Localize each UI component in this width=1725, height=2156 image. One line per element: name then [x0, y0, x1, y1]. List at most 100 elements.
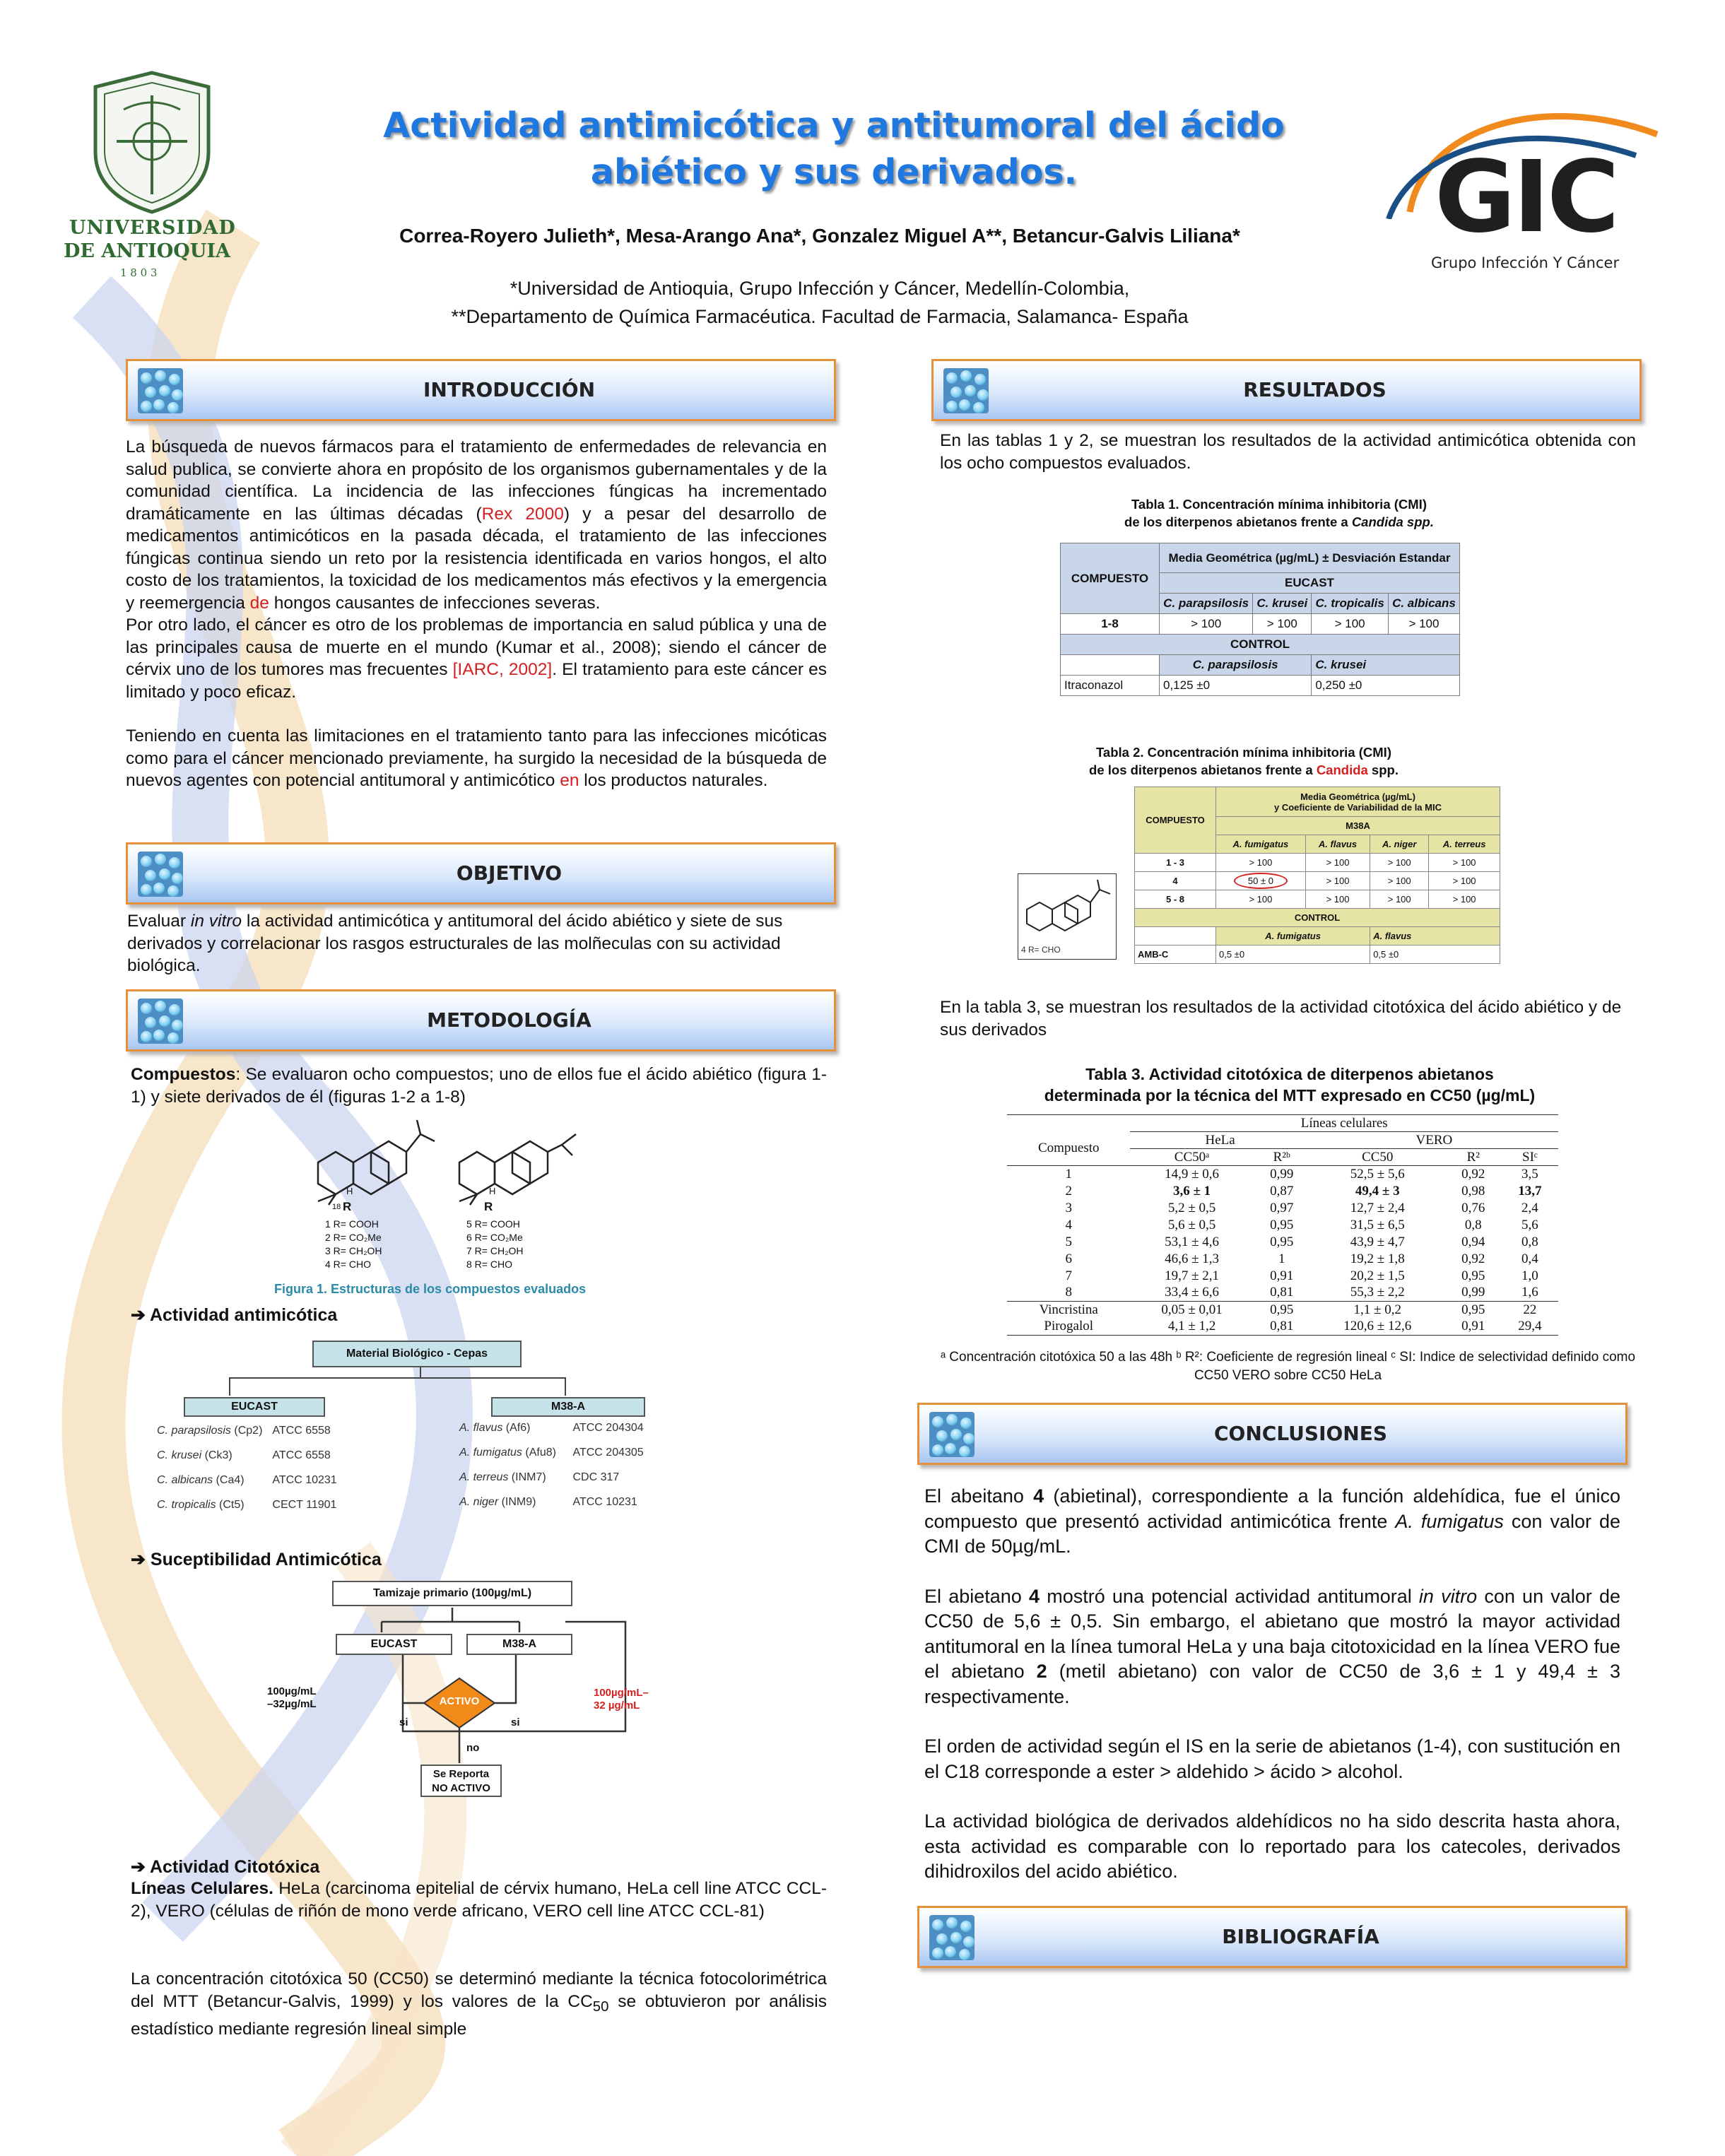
col-header: CC50ᵃ [1130, 1148, 1254, 1166]
tabla-1: COMPUESTO Media Geométrica (µg/mL) ± Des… [1060, 543, 1461, 696]
text-run: de los diterpenos abietanos frente a [1089, 762, 1317, 777]
tabla-3: Líneas celulares Compuesto HeLa VERO CC5… [1007, 1114, 1558, 1336]
table-cell: > 100 [1428, 871, 1500, 890]
cepa-name: A. fumigatus (Afu8) [459, 1440, 572, 1465]
header-media: Media Geométrica (µg/mL)y Coeficiente de… [1215, 787, 1500, 817]
text-run: mostró una potencial actividad antitumor… [1040, 1585, 1419, 1607]
table-cell: 0,95 [1461, 1268, 1485, 1283]
cepas-eucast-list: C. parapsilosis (Cp2)ATCC 6558 C. krusei… [157, 1418, 347, 1517]
table-cell: 55,3 ± 2,2 [1350, 1285, 1405, 1300]
text-run: El abietano [924, 1585, 1029, 1607]
cells-icon [929, 1412, 975, 1457]
header-hela: HeLa [1130, 1131, 1310, 1149]
abietane-structure-right-icon [458, 1133, 577, 1206]
material-biologico-box: Material Biológico - Cepas [312, 1341, 522, 1367]
header-lineas: Líneas celulares [1130, 1114, 1558, 1132]
compuestos-text: Compuestos: Se evaluaron ocho compuestos… [131, 1064, 827, 1108]
cells-icon [138, 368, 183, 413]
objetivo-text: Evaluar in vitro la actividad antimicóti… [127, 910, 827, 977]
si-right-label: si [511, 1716, 520, 1728]
col-header: R²ᵇ [1253, 1148, 1310, 1166]
text-run: (Ck3) [201, 1449, 232, 1461]
species-header: C. krusei [1311, 654, 1460, 676]
table-row: Líneas celulares [1007, 1114, 1558, 1132]
header-control: CONTROL [1134, 908, 1500, 927]
table-cell: > 100 [1305, 853, 1371, 872]
text-run: spp. [1367, 762, 1399, 777]
struct-list-right: 5 R= COOH 6 R= CO₂Me 7 R= CH₂OH 8 R= CHO [466, 1218, 524, 1271]
text-run: La concentración citotóxica 50 (CC50) se… [131, 1969, 827, 2011]
struct-r-label: R [484, 1200, 493, 1213]
text-run: con un valor de CC50 de 5,6 ± 0,5. Sin e… [924, 1585, 1621, 1683]
text-run: Candida spp. [1351, 514, 1434, 529]
conclusion-4: La actividad biológica de derivados alde… [924, 1810, 1620, 1882]
section-title: OBJETIVO [456, 861, 563, 885]
species-header: C. parapsilosis [1158, 654, 1312, 676]
text-line: Media Geométrica (µg/mL) [1300, 791, 1415, 802]
table-cell: 0,99 [1461, 1285, 1485, 1300]
table-cell: 120,6 ± 12,6 [1309, 1318, 1445, 1336]
table-cell: 0,81 [1270, 1285, 1294, 1300]
text-run: (Ct5) [216, 1498, 245, 1511]
flow-m38a-box: M38-A [466, 1634, 572, 1655]
poster-title: Actividad antimicótica y antitumoral del… [311, 102, 1357, 196]
section-header-resultados: RESULTADOS [931, 359, 1642, 421]
col-header: R² [1444, 1148, 1502, 1166]
cepa-name: C. krusei (Ck3) [157, 1443, 272, 1468]
table-cell: 0,125 ±0 [1158, 675, 1312, 696]
table-row: 1-8 > 100 > 100 > 100 > 100 [1060, 613, 1461, 635]
species-header: C. albicans [1387, 593, 1461, 614]
cepa-code: ATCC 204305 [572, 1446, 644, 1459]
intro-paragraph-1: La búsqueda de nuevos fármacos para el t… [126, 436, 827, 614]
species-header: A. niger [1370, 835, 1430, 854]
table-cell: 19,7 ± 2,1 [1165, 1268, 1220, 1283]
species-header: C. parapsilosis [1158, 593, 1254, 614]
highlighted-value: 50 ± 0 [1233, 873, 1288, 889]
table-cell: 0,97 [1270, 1200, 1294, 1215]
row-label: 8 [1065, 1285, 1072, 1300]
cepa-row: A. fumigatus (Afu8)ATCC 204305 [459, 1440, 654, 1465]
poster-title-line1: Actividad antimicótica y antitumoral del… [383, 105, 1285, 146]
text-run: con valor de CMI de 50µg/mL. [924, 1510, 1620, 1557]
intro-paragraph-2: Por otro lado, el cáncer es otro de los … [126, 614, 827, 703]
text-run: A. flavus [459, 1421, 503, 1434]
table-cell: 0,4 [1521, 1251, 1538, 1266]
text-run: los productos naturales. [579, 771, 768, 790]
table-cell: 0,8 [1521, 1234, 1538, 1249]
table-cell: 1,0 [1521, 1268, 1538, 1283]
udea-logo: UNIVERSIDAD DE ANTIOQUIA 1 8 0 3 [64, 67, 240, 286]
caption-line: de los diterpenos abietanos frente a Can… [1067, 513, 1491, 531]
text-run: la actividad antimicótica y antitumoral … [127, 912, 783, 975]
cells-icon [138, 852, 183, 897]
table-cell: 5,6 [1521, 1217, 1538, 1232]
struct-item: 3 R= CH₂OH [325, 1245, 382, 1256]
text-run: se obtuvieron por análisis estadístico m… [131, 1991, 827, 2039]
authors: Correa-Royero Julieth*, Mesa-Arango Ana*… [399, 225, 1240, 247]
table-cell: 0,76 [1461, 1200, 1485, 1215]
table-cell: 3,5 [1521, 1166, 1538, 1182]
table-cell: 0,81 [1253, 1318, 1310, 1336]
gic-dna-arc-icon [1386, 113, 1659, 219]
species-header: A. flavus [1370, 926, 1500, 946]
conclusion-3: El orden de actividad según el IS en la … [924, 1736, 1620, 1782]
flow-eucast-box: EUCAST [336, 1634, 452, 1655]
table-row: C. parapsilosis C. krusei C. tropicalis … [1061, 593, 1461, 614]
table-cell: 0,95 [1270, 1217, 1294, 1232]
table-cell: 13,7 [1518, 1183, 1542, 1198]
text-run: in vitro [1418, 1585, 1478, 1607]
text-run: (Ca4) [213, 1473, 245, 1486]
cepa-row: C. tropicalis (Ct5)CECT 11901 [157, 1492, 347, 1517]
table-cell: 22 [1501, 1301, 1558, 1319]
header-vero: VERO [1309, 1131, 1558, 1149]
text-run: Compuestos [131, 1065, 236, 1084]
highlight-word: de [249, 593, 269, 613]
table-cell: 12,7 ± 2,4 [1350, 1200, 1405, 1215]
text-run: Evaluar [127, 912, 191, 931]
table-cell: 0,91 [1270, 1268, 1294, 1283]
row-label: AMB-C [1134, 945, 1216, 964]
section-title: INTRODUCCIÓN [423, 378, 596, 401]
